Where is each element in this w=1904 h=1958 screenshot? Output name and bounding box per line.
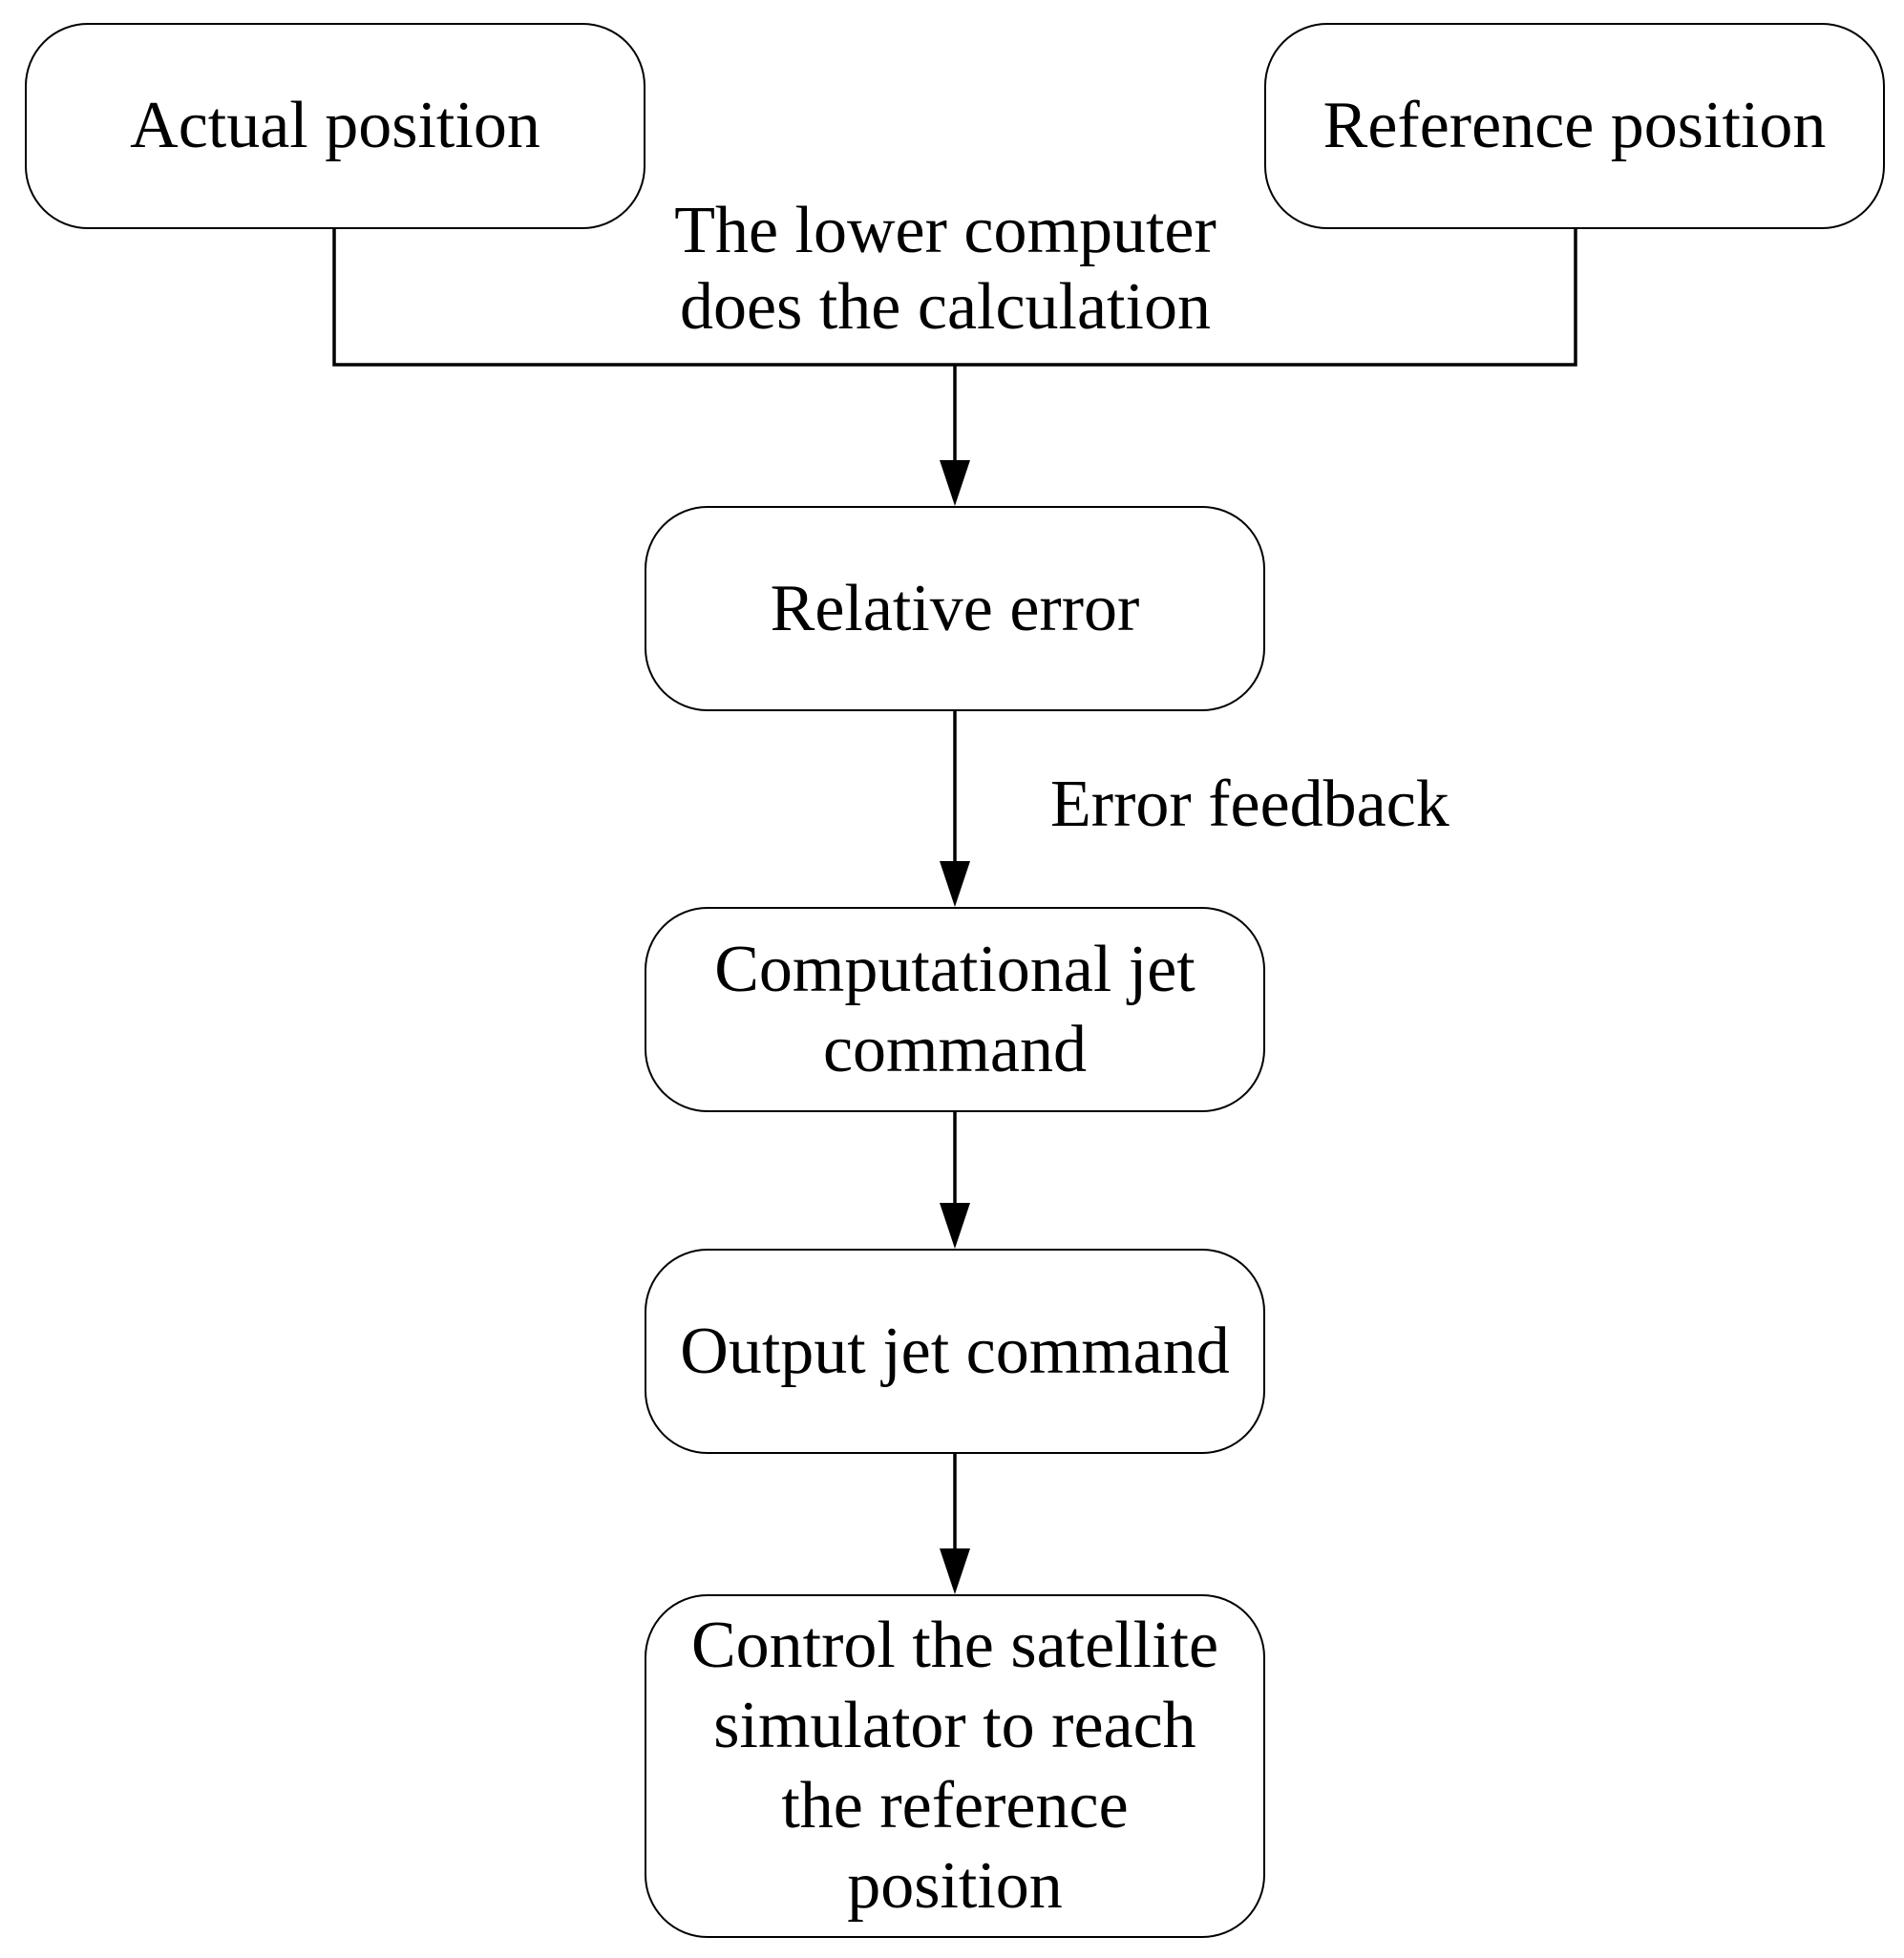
arrowhead-relative-error: [940, 460, 970, 506]
node-actual-position-label: Actual position: [130, 89, 540, 162]
node-output-jet-command-label: Output jet command: [680, 1314, 1230, 1388]
arrowhead-output: [940, 1203, 970, 1249]
node-relative-error: Relative error: [645, 506, 1265, 711]
node-relative-error-label: Relative error: [770, 571, 1140, 645]
node-actual-position: Actual position: [25, 23, 645, 229]
arrowhead-control: [940, 1548, 970, 1594]
node-computational-jet-command: Computational jet command: [645, 907, 1265, 1112]
annotation-lower-computer: The lower computer does the calculation: [674, 194, 1216, 344]
node-output-jet-command: Output jet command: [645, 1249, 1265, 1454]
node-computational-jet-command-label: Computational jet command: [714, 932, 1195, 1086]
annotation-error-feedback: Error feedback: [1050, 768, 1449, 841]
connector-reference-to-merge: [955, 229, 1577, 367]
node-control-satellite-simulator-label: Control the satellite simulator to reach…: [690, 1609, 1219, 1923]
node-reference-position: Reference position: [1264, 23, 1885, 229]
node-reference-position-label: Reference position: [1322, 89, 1827, 162]
arrowhead-computational: [940, 861, 970, 907]
node-control-satellite-simulator: Control the satellite simulator to reach…: [645, 1594, 1265, 1938]
connector-actual-to-merge: [332, 229, 955, 367]
